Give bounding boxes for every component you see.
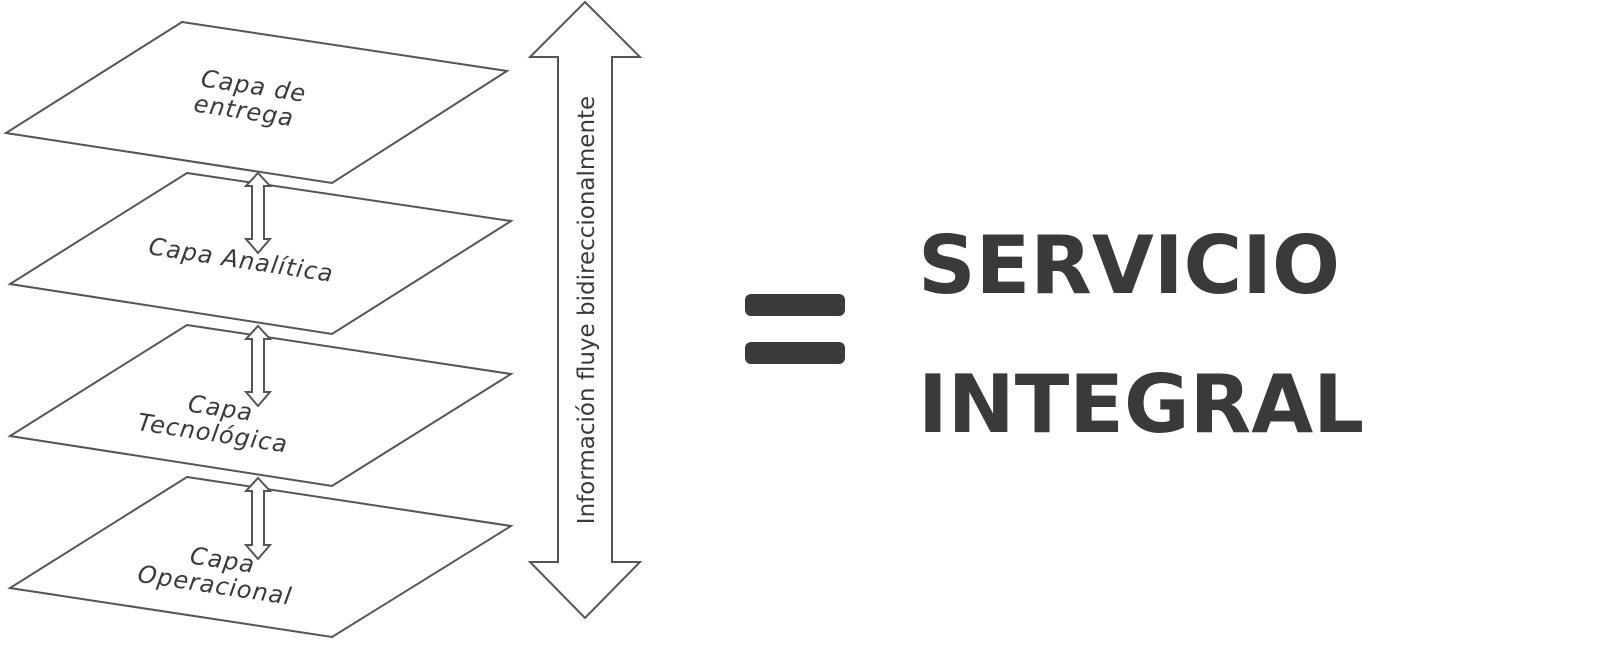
connector-arrow-tecnologica-operacional [243,476,273,561]
connector-arrow-entrega-analitica [243,171,273,255]
equals-bar-top [745,294,845,316]
layer-tecnologica-plane [7,323,514,488]
equals-bar-bottom [745,342,845,364]
flow-arrow-label: Información fluye bidireccionalmente [574,96,600,524]
bidirectional-flow-arrow [527,0,643,620]
layer-analitica-plane [7,171,514,336]
equals-sign [745,294,845,364]
result-title-line2: INTEGRAL [918,358,1364,451]
layer-tecnologica: Capa Tecnológica [7,323,514,488]
layer-analitica: Capa Analítica [7,171,514,336]
result-title-line1: SERVICIO [918,219,1340,312]
layer-entrega: Capa de entrega [3,20,510,185]
layer-entrega-plane [3,20,510,185]
connector-arrow-analitica-tecnologica [243,324,273,408]
